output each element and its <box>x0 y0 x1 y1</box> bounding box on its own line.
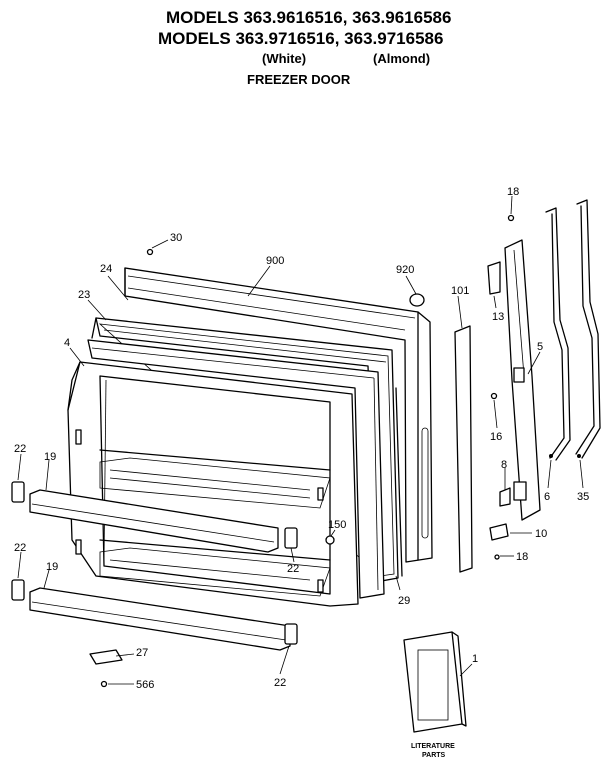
door-liner-frame <box>87 339 385 599</box>
callout-13: 13 <box>492 311 504 323</box>
handle-bar-35 <box>575 199 601 459</box>
callout-22-lower-right: 22 <box>274 677 286 689</box>
side-trim-strip <box>454 325 473 573</box>
callout-150: 150 <box>328 519 346 531</box>
callout-29: 29 <box>398 595 410 607</box>
rail-end-cap-upper-left <box>11 481 25 503</box>
shelf-rail-upper <box>29 489 279 553</box>
literature-booklet <box>403 631 467 733</box>
bracket-27 <box>89 649 123 665</box>
callout-18-top: 18 <box>507 186 519 198</box>
literature-label-line-2: PARTS <box>422 752 446 759</box>
screw-18-bottom <box>494 554 500 560</box>
gasket-strip <box>395 387 403 577</box>
inner-liner <box>67 361 359 607</box>
callout-35: 35 <box>577 491 589 503</box>
callout-4: 4 <box>64 337 70 349</box>
callout-920: 920 <box>396 264 414 276</box>
hinge-channel <box>504 239 541 521</box>
callout-27: 27 <box>136 647 148 659</box>
screw-18-top <box>507 214 515 222</box>
screw-30 <box>146 248 154 256</box>
color-white-label: (White) <box>262 51 307 66</box>
literature-label-line-1: LITERATURE <box>411 743 455 750</box>
section-title: FREEZER DOOR <box>247 72 351 87</box>
callout-24: 24 <box>100 263 112 275</box>
callout-101: 101 <box>451 285 469 297</box>
callout-18-bottom: 18 <box>516 551 528 563</box>
rail-end-cap-lower-right <box>284 623 298 645</box>
clip-10 <box>489 523 509 541</box>
callout-566: 566 <box>136 679 154 691</box>
handle-bar-6 <box>545 207 571 461</box>
callout-10: 10 <box>535 528 547 540</box>
bracket-8 <box>499 487 511 507</box>
callout-30: 30 <box>170 232 182 244</box>
screw-150 <box>325 535 335 545</box>
callout-19-upper: 19 <box>44 451 56 463</box>
callout-22-upper-left: 22 <box>14 443 26 455</box>
rail-end-cap-lower-left <box>11 579 25 601</box>
color-almond-label: (Almond) <box>373 51 431 66</box>
outer-door-panel <box>124 267 433 563</box>
screw-566 <box>100 680 108 688</box>
screw-16 <box>490 392 498 400</box>
callout-23: 23 <box>78 289 90 301</box>
callout-1: 1 <box>472 653 478 665</box>
callout-16: 16 <box>490 431 502 443</box>
leader-lines <box>17 195 584 685</box>
models-line-1: MODELS 363.9616516, 363.9616586 <box>166 8 452 27</box>
callout-22-lower-left: 22 <box>14 542 26 554</box>
models-line-2: MODELS 363.9716516, 363.9716586 <box>158 29 444 48</box>
callout-22-upper-right: 22 <box>287 563 299 575</box>
rail-end-cap-upper-right <box>284 527 298 549</box>
plug-button <box>409 293 425 307</box>
callout-900: 900 <box>266 255 284 267</box>
callout-8: 8 <box>501 459 507 471</box>
callout-5: 5 <box>537 341 543 353</box>
hinge-bracket <box>487 261 501 295</box>
shelf-rail-lower <box>29 587 291 651</box>
callout-19-lower: 19 <box>46 561 58 573</box>
callout-6: 6 <box>544 491 550 503</box>
